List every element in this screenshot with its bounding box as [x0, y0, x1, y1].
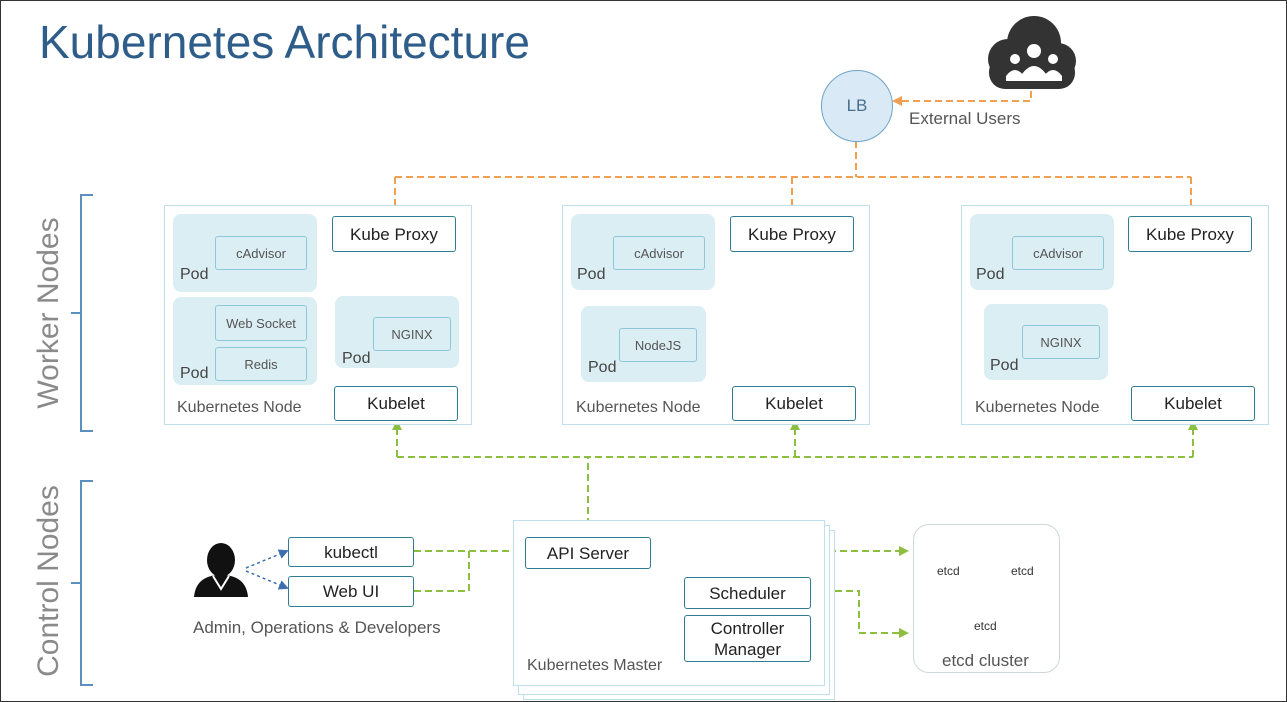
control-bracket: [71, 480, 93, 686]
kubelet[interactable]: Kubelet: [1131, 386, 1255, 421]
etcd-cluster-label: etcd cluster: [942, 651, 1029, 670]
kube-proxy[interactable]: Kube Proxy: [332, 216, 456, 252]
scheduler[interactable]: Scheduler: [684, 577, 811, 609]
container-cadvisor[interactable]: cAdvisor: [215, 236, 307, 270]
container-cadvisor[interactable]: cAdvisor: [613, 236, 705, 270]
worker-bracket: [71, 194, 93, 432]
kubelet[interactable]: Kubelet: [732, 386, 856, 421]
node-label: Kubernetes Node: [177, 399, 302, 416]
lb-to-proxies-line: [395, 141, 1191, 178]
etcd-cluster: [913, 524, 1060, 673]
container-cadvisor[interactable]: cAdvisor: [1012, 236, 1104, 270]
worker-nodes-label: Worker Nodes: [32, 217, 65, 409]
web-ui-box[interactable]: Web UI: [288, 576, 414, 607]
users-to-lb-line: [892, 91, 1032, 106]
container-redis[interactable]: Redis: [215, 347, 307, 381]
api-server[interactable]: API Server: [525, 537, 651, 569]
webui-to-api-line: [414, 551, 470, 592]
pod-label: Pod: [180, 365, 209, 382]
page-title: Kubernetes Architecture: [39, 16, 530, 68]
admin-to-webui-line: [245, 570, 289, 590]
pod-label: Pod: [577, 266, 606, 283]
container-nginx[interactable]: NGINX: [373, 317, 451, 351]
etcd-node-label: etcd: [1011, 564, 1034, 578]
container-web-socket[interactable]: Web Socket: [215, 305, 307, 341]
etcd-node-label: etcd: [937, 564, 960, 578]
admin-user-icon: [194, 543, 248, 597]
container-nodejs[interactable]: NodeJS: [619, 328, 697, 362]
pod-label: Pod: [180, 266, 209, 283]
admin-to-kubectl-line: [245, 549, 289, 569]
node-label: Kubernetes Node: [975, 399, 1100, 416]
controller-manager[interactable]: Controller Manager: [684, 615, 811, 662]
admin-label: Admin, Operations & Developers: [193, 618, 441, 637]
pod-label: Pod: [342, 350, 371, 367]
pod-label: Pod: [588, 359, 617, 376]
scheduler-to-etcd-line: [813, 590, 909, 638]
load-balancer[interactable]: LB: [821, 70, 893, 142]
pod-label: Pod: [990, 357, 1019, 374]
kubelet[interactable]: Kubelet: [334, 386, 458, 421]
kubectl-box[interactable]: kubectl: [288, 537, 414, 567]
cloud-users-icon: [988, 16, 1076, 89]
kube-proxy[interactable]: Kube Proxy: [1128, 216, 1252, 252]
control-nodes-label: Control Nodes: [32, 485, 65, 677]
external-users-label: External Users: [909, 109, 1021, 128]
node-label: Kubernetes Node: [576, 399, 701, 416]
master-label: Kubernetes Master: [527, 657, 663, 674]
kube-proxy[interactable]: Kube Proxy: [730, 216, 854, 252]
etcd-node-label: etcd: [974, 619, 997, 633]
container-nginx[interactable]: NGINX: [1022, 325, 1100, 359]
pod-label: Pod: [976, 266, 1005, 283]
